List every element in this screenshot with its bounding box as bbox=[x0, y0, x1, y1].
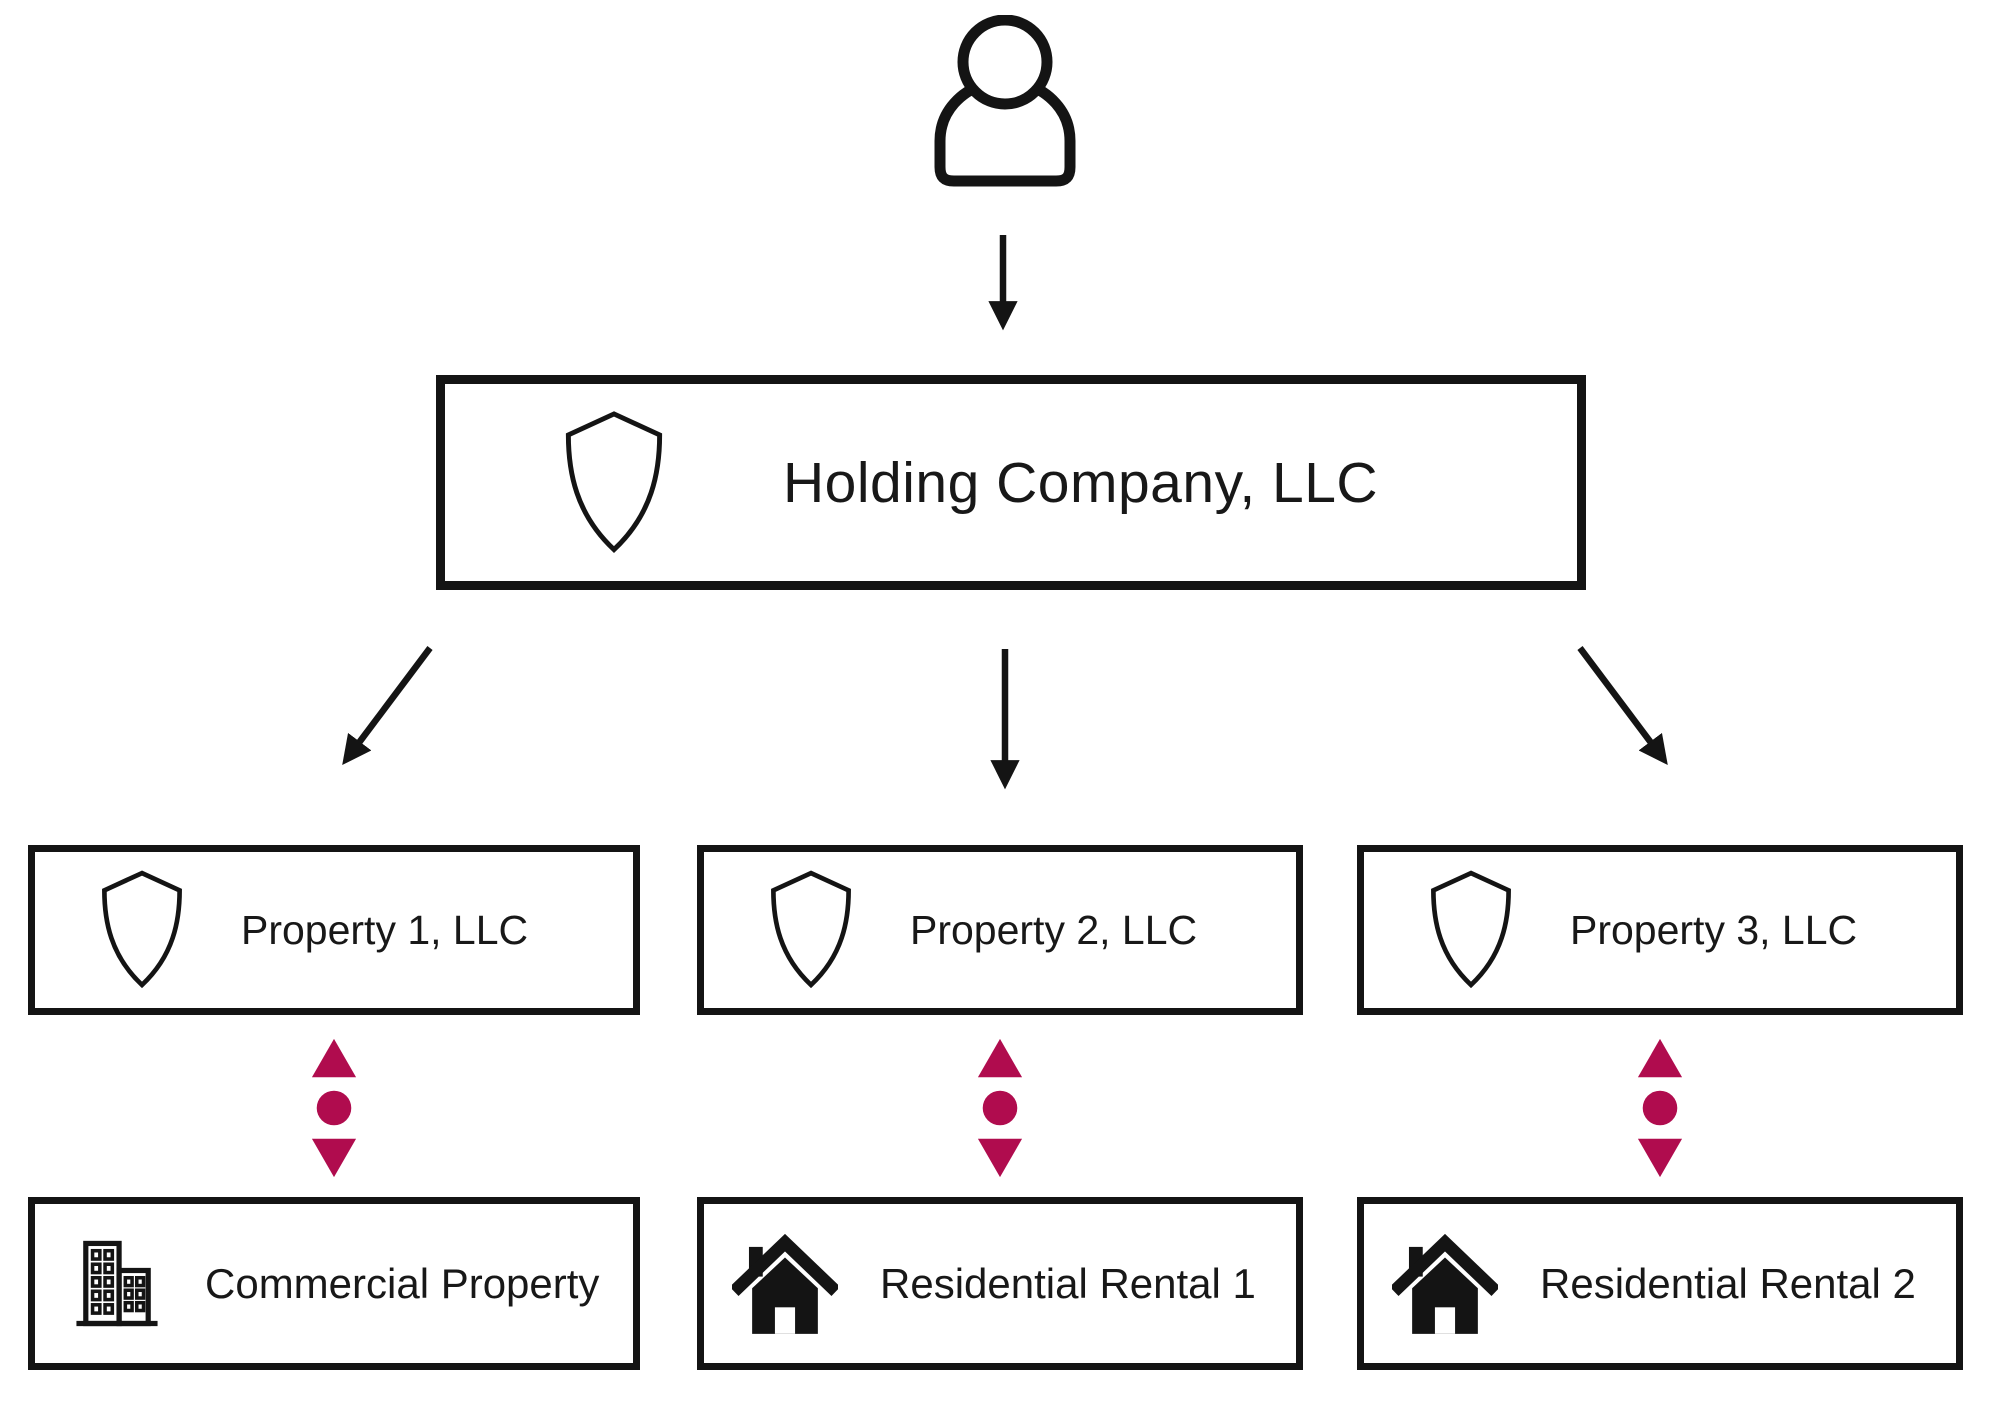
two-way-arrow-icon bbox=[311, 1038, 357, 1178]
node-label: Commercial Property bbox=[205, 1259, 600, 1307]
node-holding-company: Holding Company, LLC bbox=[436, 375, 1586, 590]
holding-to-property3-arrow bbox=[1577, 646, 1668, 766]
building-icon bbox=[76, 1240, 158, 1326]
node-property-2-llc: Property 2, LLC bbox=[697, 845, 1303, 1015]
person-icon bbox=[934, 15, 1076, 187]
node-label: Property 1, LLC bbox=[241, 906, 529, 953]
node-commercial-property: Commercial Property bbox=[28, 1197, 640, 1370]
house-icon bbox=[732, 1233, 838, 1334]
two-way-arrow-icon bbox=[977, 1038, 1023, 1178]
node-label: Holding Company, LLC bbox=[783, 450, 1379, 515]
node-label: Property 3, LLC bbox=[1570, 906, 1858, 953]
node-property-3-llc: Property 3, LLC bbox=[1357, 845, 1963, 1015]
two-way-arrow-icon bbox=[1637, 1038, 1683, 1178]
node-residential-rental-2: Residential Rental 2 bbox=[1357, 1197, 1963, 1370]
node-label: Property 2, LLC bbox=[910, 906, 1198, 953]
house-icon bbox=[1392, 1233, 1498, 1334]
node-property-1-llc: Property 1, LLC bbox=[28, 845, 640, 1015]
shield-icon bbox=[102, 870, 182, 989]
node-label: Residential Rental 2 bbox=[1540, 1259, 1916, 1307]
shield-icon bbox=[771, 870, 851, 989]
node-residential-rental-1: Residential Rental 1 bbox=[697, 1197, 1303, 1370]
holding-to-property1-arrow bbox=[342, 646, 433, 766]
shield-icon bbox=[565, 410, 663, 553]
node-label: Residential Rental 1 bbox=[880, 1259, 1256, 1307]
shield-icon bbox=[1431, 870, 1511, 989]
